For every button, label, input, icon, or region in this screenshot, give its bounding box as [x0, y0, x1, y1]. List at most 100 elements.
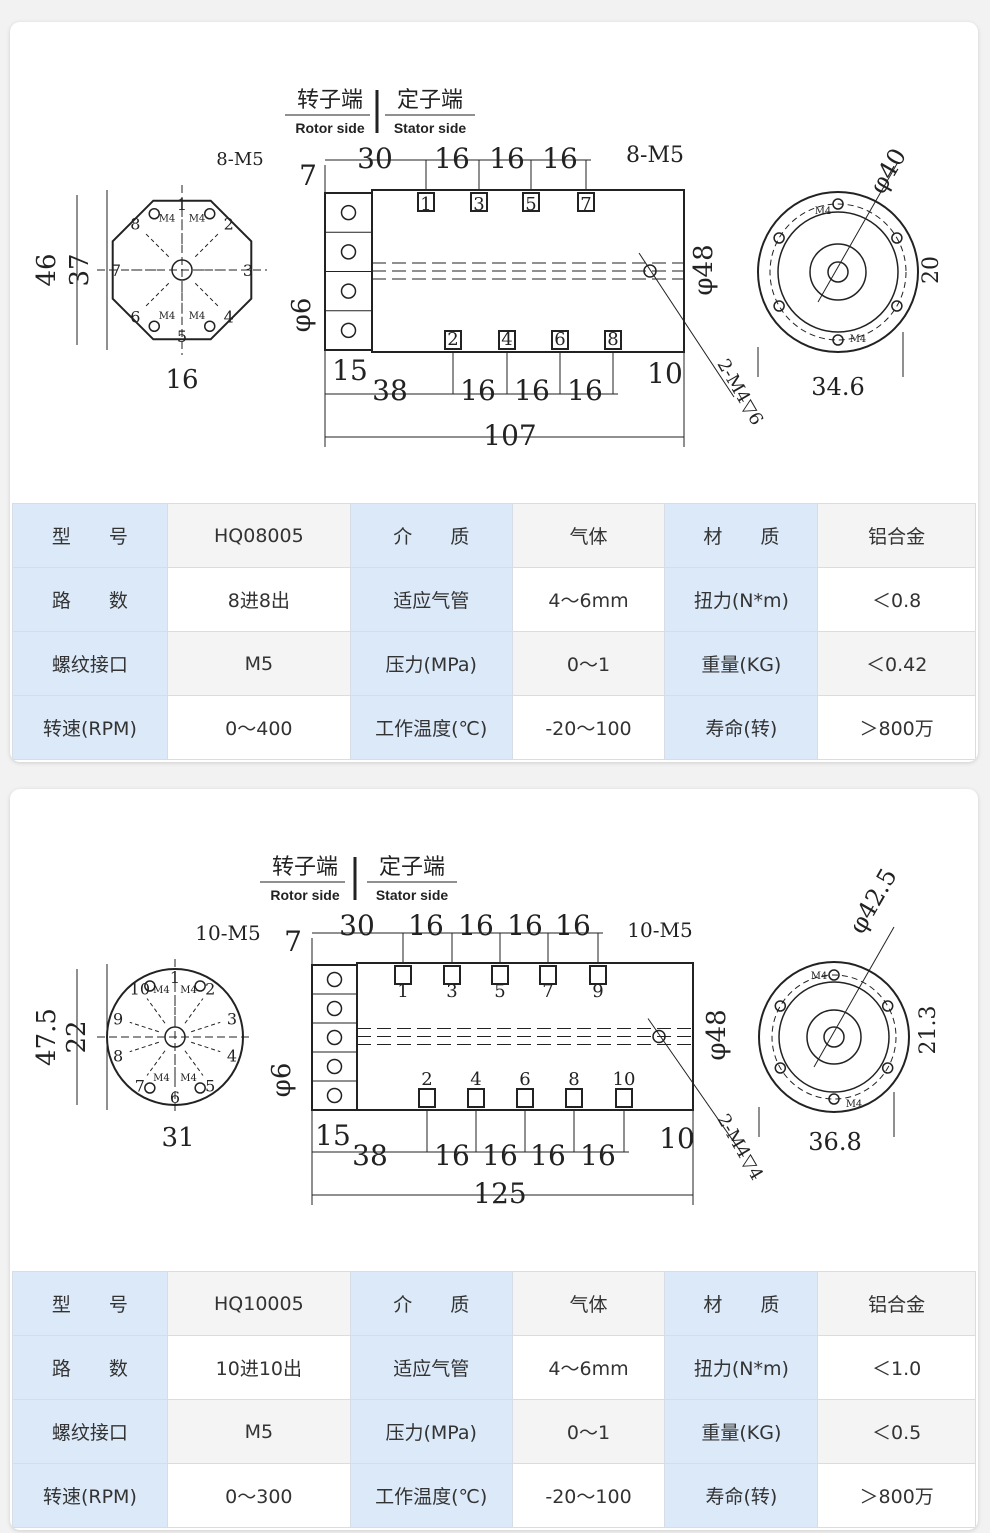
- spec-value: M5: [166, 631, 351, 696]
- spec-value: ＜0.42: [817, 631, 976, 696]
- side-view-dimension: φ6: [267, 1063, 297, 1098]
- port-number: 2: [447, 329, 458, 350]
- outlet-port-marker: [604, 330, 622, 350]
- spec-value: 0～1: [511, 1399, 666, 1464]
- mounting-hole: [881, 1000, 894, 1012]
- end-view-circle: [823, 1026, 845, 1048]
- port-number: 5: [205, 1076, 215, 1095]
- mounting-hole: [144, 980, 156, 992]
- side-view-dimension: 16: [434, 1139, 470, 1172]
- spec-label: 材 质: [664, 1271, 819, 1336]
- stator-side-label-en: Stator side: [376, 887, 449, 903]
- spec-value: 气体: [511, 1271, 666, 1336]
- side-view-dimension: 16: [458, 909, 494, 942]
- port-number: 1: [397, 981, 408, 1002]
- side-view-dimension: 107: [483, 419, 536, 452]
- side-view-dimension: 16: [489, 142, 525, 175]
- spec-label: 材 质: [664, 503, 819, 568]
- mounting-hole: [828, 969, 840, 981]
- spec-label: 扭力(N*m): [664, 1335, 819, 1400]
- m4-tapped-hole: [652, 1029, 666, 1044]
- port-number: 10: [130, 980, 150, 999]
- spec-value: ＞800万: [817, 1463, 976, 1528]
- end-view-circle: [777, 211, 899, 333]
- mounting-hole: [891, 300, 903, 312]
- spec-label: 重量(KG): [664, 1399, 819, 1464]
- m4-hole-label: M4: [159, 213, 176, 224]
- spec-value: 0～400: [166, 695, 351, 760]
- spec-value: -20～100: [511, 1463, 666, 1528]
- end-view-dimension: 20: [919, 256, 944, 284]
- mounting-hole: [774, 1062, 787, 1074]
- side-view-dimension: 10: [647, 357, 683, 390]
- side-view-dimension: 16: [514, 374, 550, 407]
- m4-hole-label: M4: [180, 985, 197, 996]
- spec-value: ＜0.8: [817, 567, 976, 632]
- end-view-dimension: 21.3: [916, 1006, 941, 1055]
- m4-hole-label: M4: [850, 334, 867, 345]
- m4-hole-label: M4: [846, 1099, 863, 1110]
- side-view-dimension: 16: [530, 1139, 566, 1172]
- spec-label: 路 数: [12, 1335, 168, 1400]
- m4-hole-label: M4: [153, 1073, 170, 1084]
- side-view-dimension: 30: [357, 142, 393, 175]
- stator-side-label-cn: 定子端: [397, 88, 463, 113]
- side-view-dimension: 15: [332, 354, 368, 387]
- port-channel: [144, 232, 170, 258]
- port-number: 5: [525, 194, 536, 215]
- port-number: 3: [243, 261, 253, 280]
- spec-label: 型 号: [12, 1271, 168, 1336]
- spec-value: 10进10出: [166, 1335, 351, 1400]
- octagon-flange-outline: [111, 199, 253, 341]
- outlet-port-marker: [394, 965, 412, 985]
- spec-value: 铝合金: [817, 1271, 976, 1336]
- outlet-port-marker: [522, 192, 540, 212]
- port-number: 7: [580, 194, 591, 215]
- rotor-side-label-en: Rotor side: [270, 887, 339, 903]
- spec-value: 4～6mm: [511, 1335, 666, 1400]
- outlet-port-marker: [470, 192, 488, 212]
- spec-label: 工作温度(℃): [349, 1463, 513, 1528]
- port-number: 10: [613, 1069, 636, 1090]
- port-number: 3: [446, 981, 457, 1002]
- spec-value: 4～6mm: [511, 567, 666, 632]
- side-view-dimension: 10: [659, 1122, 695, 1155]
- port-channel: [194, 282, 220, 308]
- spec-value: ＜0.5: [817, 1399, 976, 1464]
- port-number: 1: [170, 968, 180, 987]
- outlet-port-marker: [615, 1088, 633, 1108]
- inlet-port: [326, 1058, 343, 1075]
- spec-value: HQ10005: [166, 1271, 351, 1336]
- port-number: 6: [170, 1088, 180, 1107]
- port-channel: [144, 282, 170, 308]
- left-view-dimension: 8-M5: [216, 149, 263, 170]
- outlet-port-marker: [565, 1088, 583, 1108]
- port-number: 3: [227, 1010, 237, 1029]
- spec-label: 转速(RPM): [12, 1463, 168, 1528]
- spec-value: 气体: [511, 503, 666, 568]
- mounting-hole: [773, 232, 785, 244]
- end-view-circle: [809, 243, 867, 301]
- diameter-leader: [813, 926, 895, 1068]
- outlet-port-marker: [467, 1088, 485, 1108]
- side-view-dimension: 16: [567, 374, 603, 407]
- port-number: 8: [130, 214, 140, 233]
- left-view-dimension: 22: [62, 1020, 92, 1053]
- port-number: 7: [135, 1076, 145, 1095]
- mounting-hole: [204, 320, 216, 332]
- side-view-dimension: 2-M4▽6: [712, 356, 767, 429]
- m4-hole-label: M4: [811, 971, 828, 982]
- port-number: 9: [113, 1010, 123, 1029]
- spec-value: ＞800万: [817, 695, 976, 760]
- side-view-dimension: 16: [542, 142, 578, 175]
- m4-hole-label: M4: [189, 311, 206, 322]
- port-number: 5: [494, 981, 505, 1002]
- side-view-dimension: 8-M5: [626, 143, 684, 168]
